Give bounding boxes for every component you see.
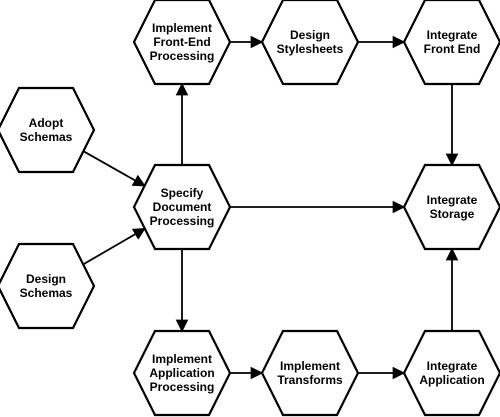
hexagon-shape: [0, 86, 96, 174]
arrow-adopt-schemas-to-specify-document-processing: [82, 150, 146, 187]
node-label-line: Application: [149, 366, 214, 380]
node-label-line: Integrate: [427, 193, 478, 207]
node-label-line: Implement: [152, 352, 212, 366]
node-label-line: Specify: [161, 186, 204, 200]
node-label-line: Processing: [150, 380, 215, 394]
node-label-line: Design: [290, 28, 330, 42]
node-label-line: Storage: [430, 207, 475, 221]
node-label-line: Integrate: [427, 359, 478, 373]
hexagon-shape: [260, 329, 360, 417]
node-label-line: Schemas: [20, 130, 73, 144]
arrow-design-schemas-to-specify-document-processing: [82, 227, 146, 266]
hexagon-shape: [402, 163, 500, 251]
node-label-line: Implement: [152, 21, 212, 35]
hexagon-shape: [260, 0, 360, 86]
node-label-line: Schemas: [20, 286, 73, 300]
node-label-line: Integrate: [427, 28, 478, 42]
hexagon-shape: [132, 163, 232, 251]
hexagon-shape: [402, 329, 500, 417]
node-label-line: Transforms: [277, 373, 343, 387]
hexagon-shape: [132, 329, 232, 417]
node-label-line: Stylesheets: [277, 42, 344, 56]
node-label-line: Processing: [150, 49, 215, 63]
hexagon-shape: [402, 0, 500, 86]
node-label-line: Front-End: [153, 35, 210, 49]
node-label-line: Document: [153, 200, 212, 214]
node-label-line: Implement: [280, 359, 340, 373]
edges: [82, 35, 459, 380]
node-label-line: Processing: [150, 214, 215, 228]
node-label-line: Front End: [424, 42, 481, 56]
node-label-line: Design: [26, 272, 66, 286]
node-label-line: Adopt: [29, 116, 64, 130]
hexagon-shape: [132, 0, 232, 86]
hexagon-shape: [0, 242, 96, 330]
node-label-line: Application: [419, 373, 484, 387]
